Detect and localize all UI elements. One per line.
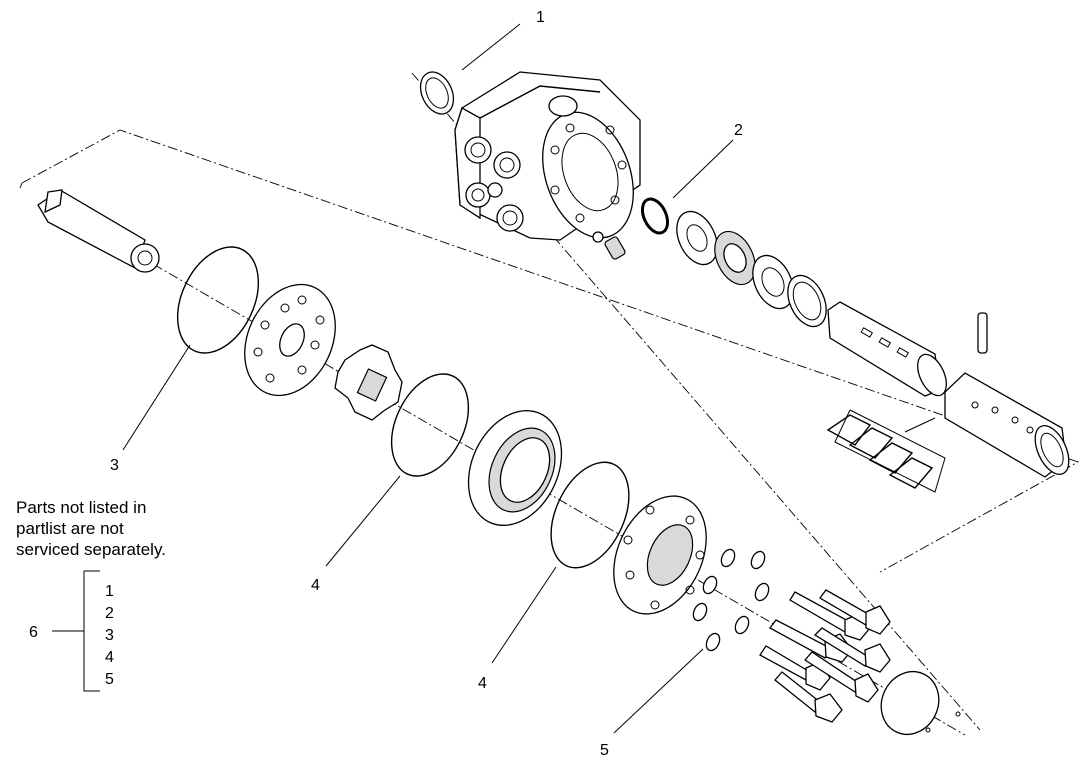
callout-leaders xyxy=(52,23,734,734)
kit-item-5: 5 xyxy=(105,671,114,688)
o-ring-part-4-lower xyxy=(550,461,630,569)
kit-item-4: 4 xyxy=(105,649,114,666)
seal-ring-part-1 xyxy=(419,71,455,115)
spool xyxy=(827,301,947,397)
service-note: Parts not listed in partlist are not ser… xyxy=(16,497,216,560)
service-note-line-2: partlist are not xyxy=(16,519,124,538)
callout-2: 2 xyxy=(734,122,743,139)
end-cover xyxy=(613,495,707,615)
kit-bracket xyxy=(83,570,100,692)
callout-4-lower: 4 xyxy=(478,675,487,692)
o-ring-part-4-upper xyxy=(390,373,470,477)
distributor-plate xyxy=(244,283,336,397)
centering-springs xyxy=(826,409,946,493)
o-ring-part-3 xyxy=(176,246,260,354)
cross-pin xyxy=(977,312,988,354)
sleeve xyxy=(944,372,1070,478)
steering-unit-housing xyxy=(454,71,641,241)
name-plate xyxy=(880,671,961,735)
callout-6: 6 xyxy=(29,624,38,641)
service-note-line-1: Parts not listed in xyxy=(16,498,147,517)
kit-item-1: 1 xyxy=(105,583,114,600)
gear-ring xyxy=(467,410,563,526)
bolts xyxy=(759,589,891,723)
washers-part-5 xyxy=(692,548,770,652)
callout-4-upper: 4 xyxy=(311,577,320,594)
check-valve-parts xyxy=(592,231,626,260)
callout-1: 1 xyxy=(536,9,545,26)
callout-5: 5 xyxy=(600,742,609,759)
service-note-line-3: serviced separately. xyxy=(16,540,166,559)
star-rotor xyxy=(334,344,403,421)
kit-item-3: 3 xyxy=(105,627,114,644)
kit-item-2: 2 xyxy=(105,605,114,622)
bearing-stack xyxy=(676,210,827,328)
o-ring-part-2 xyxy=(640,197,670,235)
cardan-shaft xyxy=(37,189,160,273)
callout-3: 3 xyxy=(110,457,119,474)
